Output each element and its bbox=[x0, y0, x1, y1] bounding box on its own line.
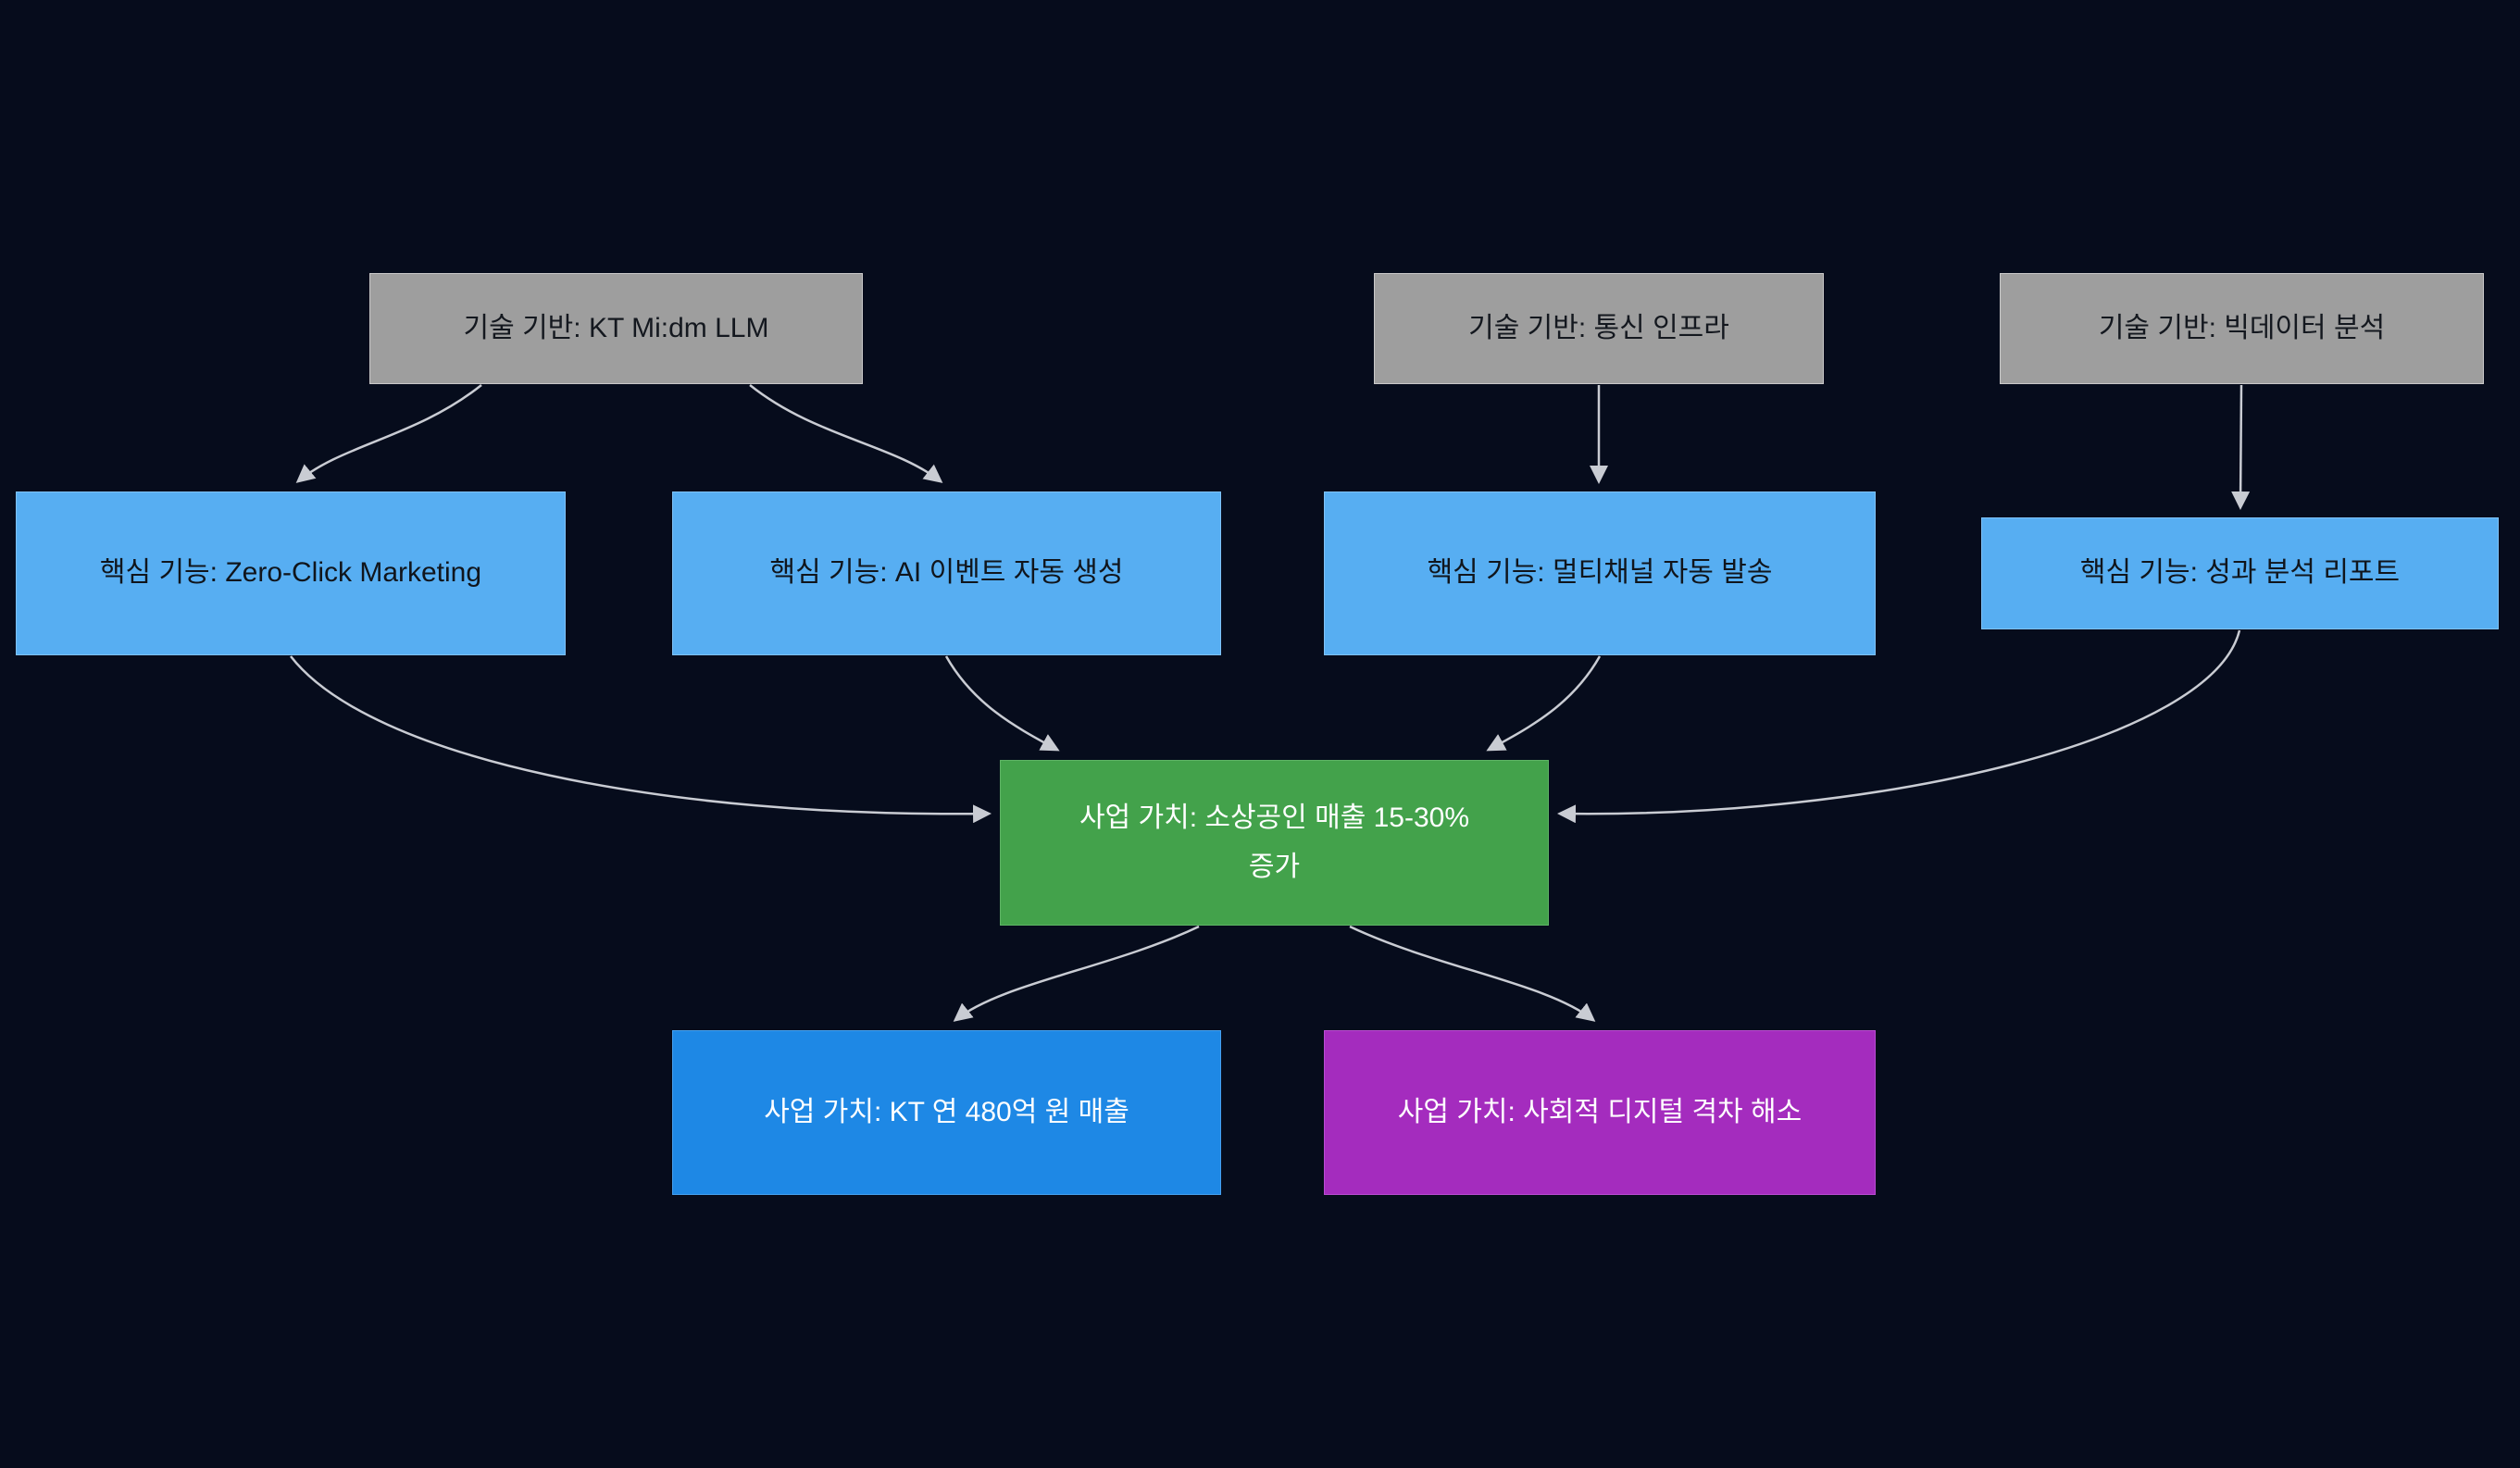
node-tech-bigdata-analysis: 기술 기반: 빅데이터 분석 bbox=[2000, 273, 2484, 384]
node-feature-ai-event-generation: 핵심 기능: AI 이벤트 자동 생성 bbox=[672, 491, 1221, 655]
edge-value-sales-to-value-kt bbox=[953, 925, 1200, 1022]
node-label: 사업 가치: 사회적 디지털 격차 해소 bbox=[1397, 1096, 1803, 1127]
node-label: 핵심 기능: AI 이벤트 자동 생성 bbox=[769, 557, 1124, 589]
node-feature-multichannel-sending: 핵심 기능: 멀티채널 자동 발송 bbox=[1324, 491, 1876, 655]
edge-feat-report-to-value-sales bbox=[1557, 629, 2241, 824]
node-feature-zero-click-marketing: 핵심 기능: Zero-Click Marketing bbox=[16, 491, 566, 655]
edge-tech-llm-to-feat-ai-event bbox=[749, 384, 943, 483]
node-label: 핵심 기능: Zero-Click Marketing bbox=[99, 557, 482, 589]
node-feature-performance-report: 핵심 기능: 성과 분석 리포트 bbox=[1981, 517, 2499, 629]
node-value-kt-revenue: 사업 가치: KT 연 480억 원 매출 bbox=[672, 1030, 1221, 1195]
node-value-merchant-sales-increase: 사업 가치: 소상공인 매출 15-30% 증가 bbox=[1000, 760, 1549, 926]
node-label: 핵심 기능: 멀티채널 자동 발송 bbox=[1427, 557, 1773, 589]
node-label: 사업 가치: 소상공인 매출 15-30% 증가 bbox=[1079, 802, 1470, 882]
edge-value-sales-to-value-social bbox=[1349, 925, 1596, 1022]
edge-tech-bigdata-to-feat-report bbox=[2231, 384, 2251, 510]
node-label: 핵심 기능: 성과 분석 리포트 bbox=[2079, 557, 2401, 589]
edge-feat-multichannel-to-value-sales bbox=[1486, 655, 1602, 752]
edge-feat-ai-event-to-value-sales bbox=[944, 655, 1060, 752]
node-value-digital-divide: 사업 가치: 사회적 디지털 격차 해소 bbox=[1324, 1030, 1876, 1195]
node-label: 기술 기반: 통신 인프라 bbox=[1468, 312, 1729, 343]
edge-feat-zeroclick-to-value-sales bbox=[290, 655, 992, 824]
edge-tech-llm-to-feat-zeroclick bbox=[295, 384, 482, 483]
node-tech-kt-midm-llm: 기술 기반: KT Mi:dm LLM bbox=[369, 273, 863, 384]
node-label: 사업 가치: KT 연 480억 원 매출 bbox=[764, 1096, 1129, 1127]
node-label: 기술 기반: 빅데이터 분석 bbox=[2098, 312, 2386, 343]
node-label: 기술 기반: KT Mi:dm LLM bbox=[463, 312, 769, 343]
node-tech-telecom-infra: 기술 기반: 통신 인프라 bbox=[1374, 273, 1824, 384]
